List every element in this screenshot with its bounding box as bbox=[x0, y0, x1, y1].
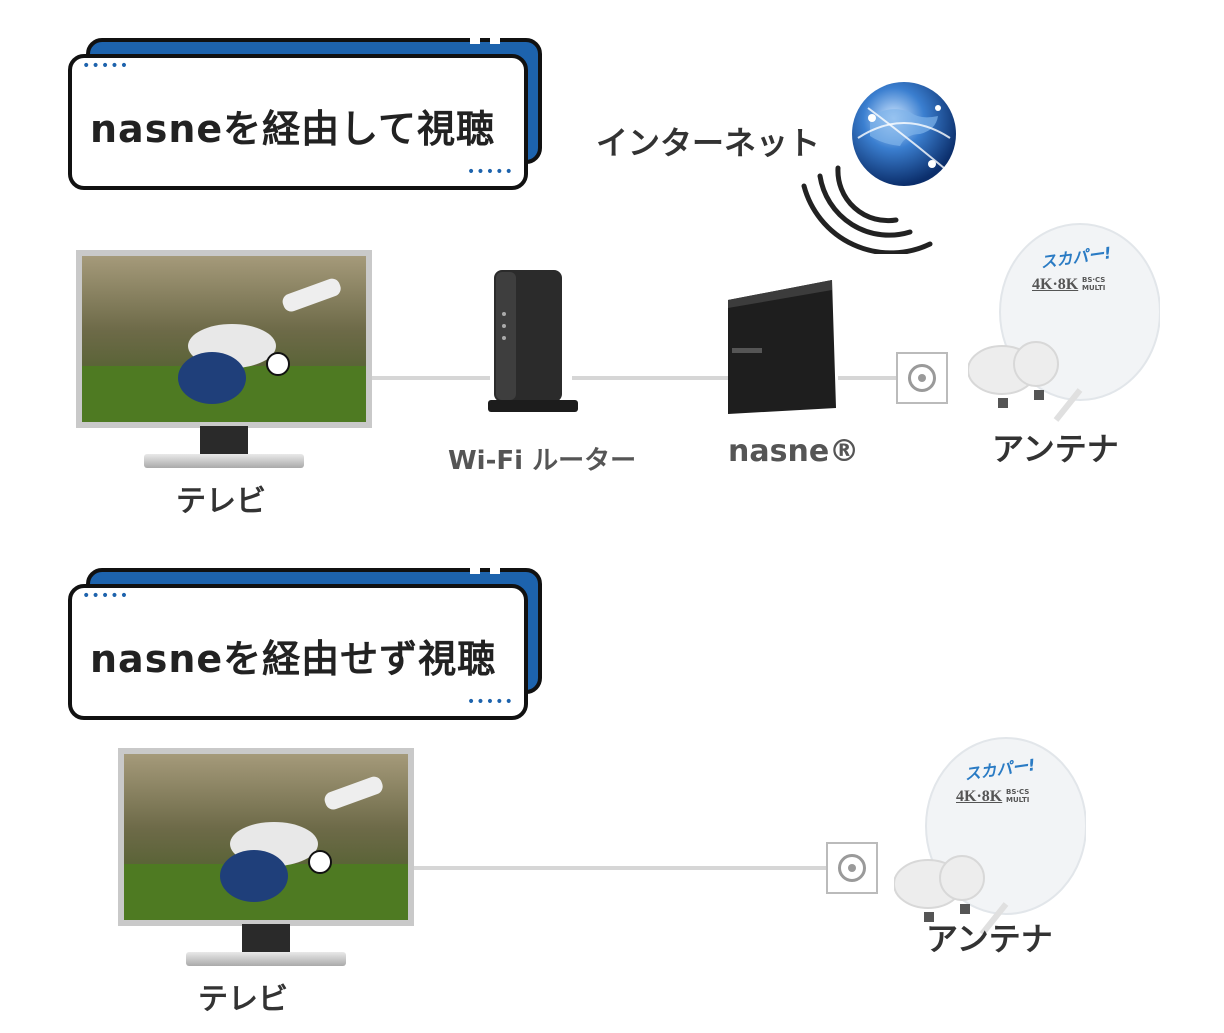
internet-label: インターネット bbox=[596, 124, 821, 162]
title-box-frame: ••••• nasneを経由せず視聴 ••••• bbox=[68, 584, 528, 720]
dish-spec: 4K·8K bbox=[956, 788, 1003, 805]
nasne-label: nasne® bbox=[728, 434, 860, 469]
dish-spec: 4K·8K bbox=[1032, 276, 1079, 293]
dish-spec-sub: BS·CS MULTI bbox=[1082, 276, 1106, 292]
cable-router-nasne bbox=[572, 376, 728, 380]
soccer-image bbox=[124, 754, 408, 920]
nasne-device-icon bbox=[728, 280, 836, 414]
antenna-1-label: アンテナ bbox=[992, 430, 1119, 468]
section2-title-box: ••••• nasneを経由せず視聴 ••••• bbox=[68, 568, 542, 720]
section1-title: nasneを経由して視聴 bbox=[90, 107, 495, 151]
globe-icon bbox=[852, 82, 956, 186]
router-icon bbox=[488, 270, 578, 412]
antenna-outlet-1 bbox=[896, 352, 948, 404]
cable-nasne-outlet bbox=[838, 376, 896, 380]
title-box-frame: ••••• nasneを経由して視聴 ••••• bbox=[68, 54, 528, 190]
decor-dots: ••••• bbox=[82, 588, 130, 604]
decor-dots: ••••• bbox=[466, 164, 514, 180]
satellite-dish-icon bbox=[968, 223, 1160, 422]
section2-title: nasneを経由せず視聴 bbox=[90, 637, 497, 681]
tv-2-label: テレビ bbox=[198, 982, 288, 1017]
router-label: Wi-Fi ルーター bbox=[448, 446, 637, 476]
decor-dots: ••••• bbox=[466, 694, 514, 710]
decor-dots: ••••• bbox=[82, 58, 130, 74]
dish-spec-sub: BS·CS MULTI bbox=[1006, 788, 1030, 804]
antenna-2-label: アンテナ bbox=[926, 920, 1053, 958]
soccer-image bbox=[82, 256, 366, 422]
satellite-dish-icon bbox=[894, 737, 1086, 936]
tv-screen bbox=[118, 748, 414, 926]
cable-tv-outlet bbox=[412, 866, 828, 870]
tv-1-label: テレビ bbox=[176, 484, 266, 519]
antenna-outlet-2 bbox=[826, 842, 878, 894]
section1-title-box: ••••• nasneを経由して視聴 ••••• bbox=[68, 38, 542, 190]
cable-tv-router bbox=[370, 376, 490, 380]
tv-screen bbox=[76, 250, 372, 428]
wireless-signal-icon bbox=[801, 165, 933, 254]
